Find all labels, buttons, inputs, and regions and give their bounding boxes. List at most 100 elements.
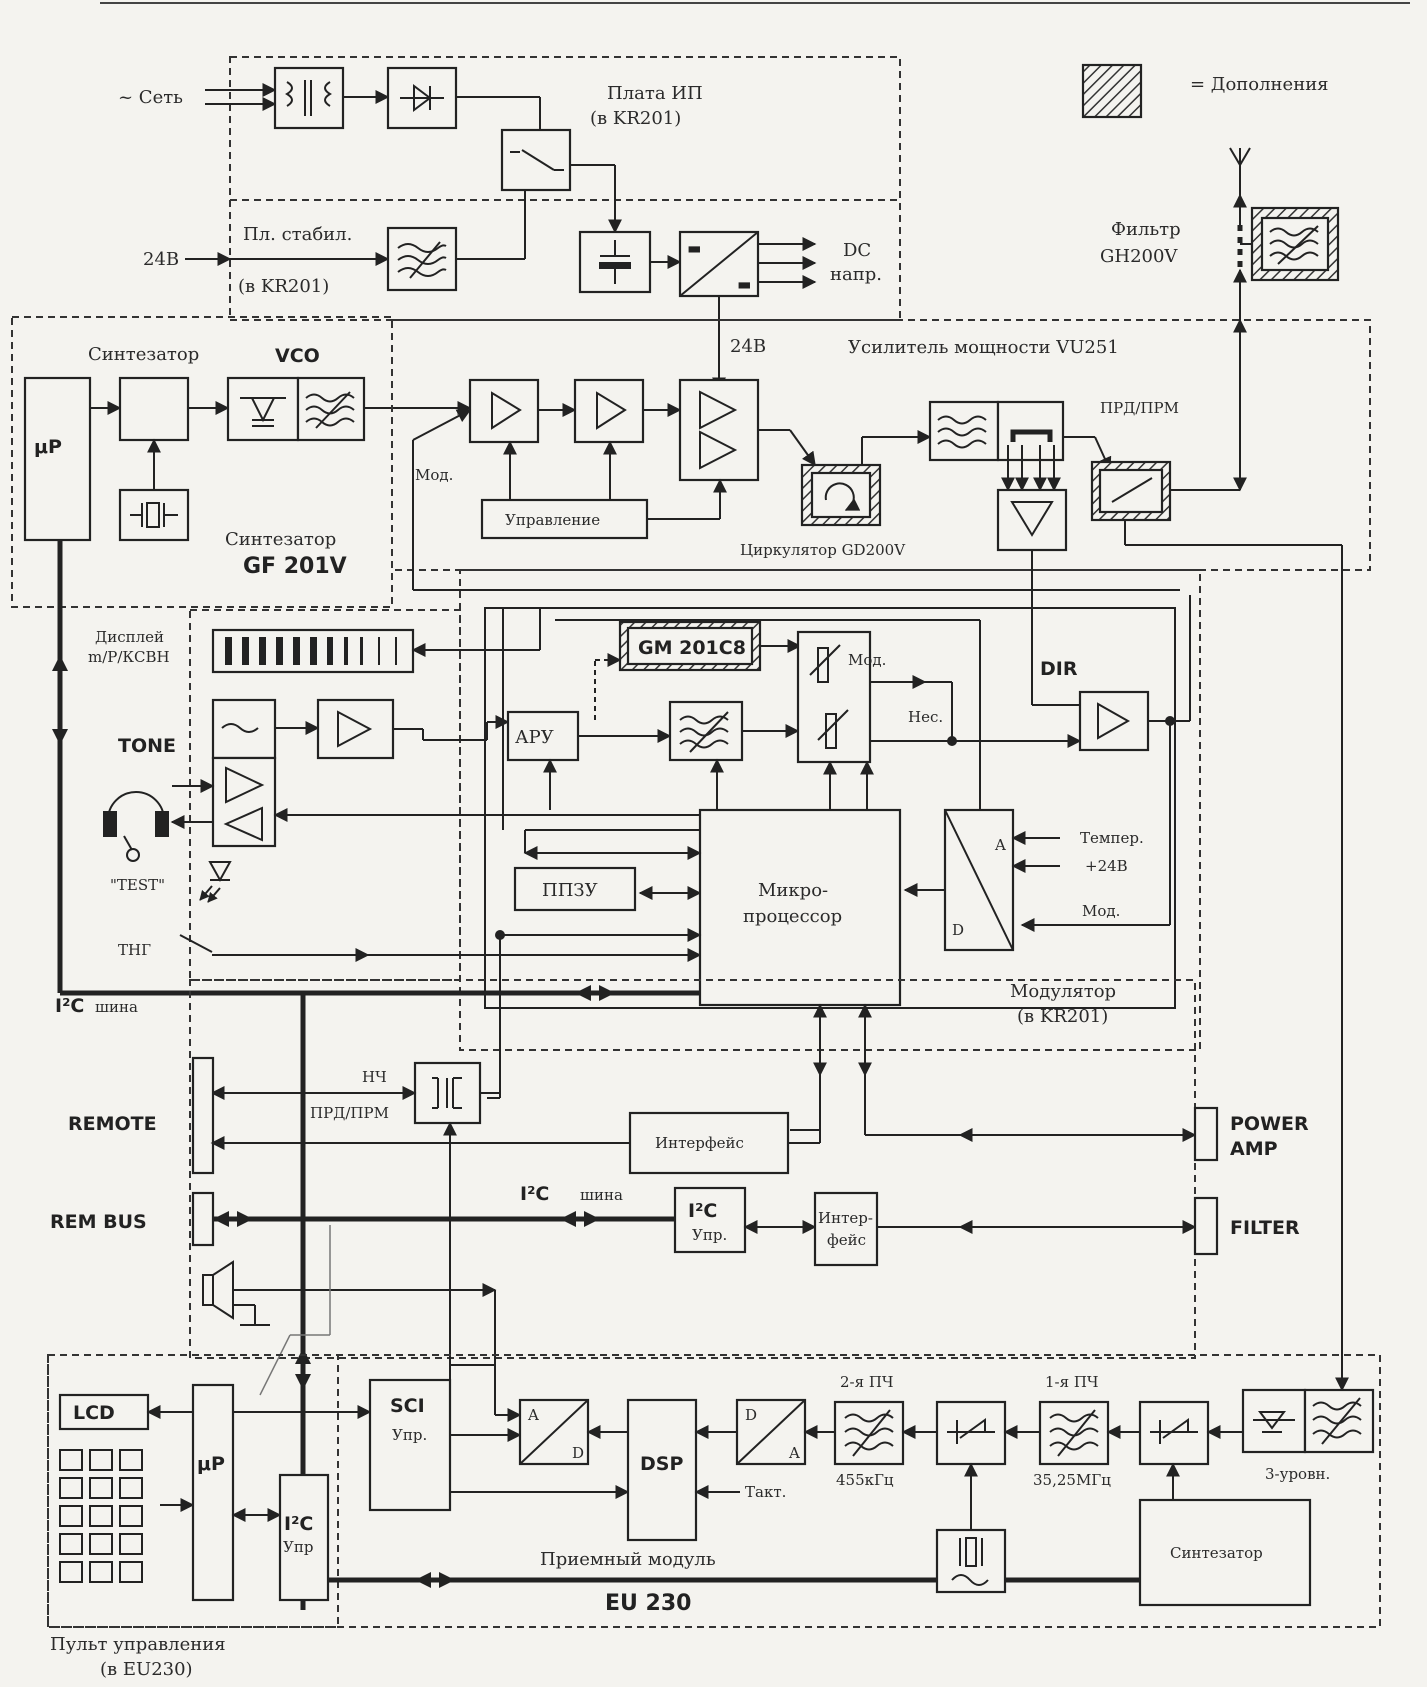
remote-connector[interactable] bbox=[191, 1056, 215, 1175]
i2c-bus-label: шина bbox=[95, 998, 138, 1016]
control-panel-outline bbox=[47, 1354, 339, 1628]
rx-dac-a: A bbox=[788, 1444, 800, 1462]
panel-up-label: μP bbox=[197, 1453, 225, 1475]
amp-control-block bbox=[480, 498, 649, 540]
bar-display-segments bbox=[225, 637, 397, 665]
legend-label: = Дополнения bbox=[1190, 74, 1329, 95]
sci-label: SCI bbox=[390, 1395, 425, 1417]
rx-dac-d: D bbox=[745, 1406, 757, 1424]
i2c-ctrl-block bbox=[673, 1186, 747, 1254]
rx-synth-block bbox=[1138, 1498, 1312, 1607]
antenna-icon bbox=[1229, 147, 1251, 195]
filter-interface-block bbox=[813, 1191, 879, 1267]
lowpass-filter-icon bbox=[397, 241, 447, 279]
synth-name: Синтезатор bbox=[225, 529, 336, 550]
mp-label-1: Микро- bbox=[758, 880, 828, 901]
rx-synth-label: Синтезатор bbox=[1170, 1544, 1263, 1562]
rx-adc-a: A bbox=[527, 1406, 539, 1424]
led-icon bbox=[199, 861, 232, 903]
svg-text:=: = bbox=[688, 240, 701, 258]
tng-label: ТНГ bbox=[118, 941, 151, 959]
display-label-1: Дисплей bbox=[95, 628, 164, 646]
amp-trx-label: ПРД/ПРМ bbox=[1100, 399, 1179, 417]
filter-gh-title: Фильтр bbox=[1111, 219, 1181, 240]
io-i2c-bus-label: шина bbox=[580, 1186, 623, 1204]
att-nes-label: Нес. bbox=[908, 708, 943, 726]
rem-bus-connector[interactable] bbox=[191, 1191, 215, 1247]
modulator-title: Модулятор bbox=[1010, 981, 1116, 1002]
dsp-block bbox=[626, 1398, 698, 1542]
i2c-ctrl-label-1: I²C bbox=[688, 1200, 717, 1222]
lcd-block bbox=[58, 1393, 150, 1431]
dc-label: DC bbox=[843, 240, 871, 261]
varactor-icon bbox=[240, 397, 286, 427]
amp-filter-block bbox=[928, 400, 1000, 462]
rx-model-label: EU 230 bbox=[605, 1591, 691, 1616]
rx-module-label: Приемный модуль bbox=[540, 1549, 716, 1570]
amp-control-label: Управление bbox=[505, 511, 600, 529]
synth-up-block bbox=[23, 376, 92, 542]
gm201c8-label: GM 201C8 bbox=[638, 637, 746, 659]
filter-connector[interactable] bbox=[1193, 1196, 1219, 1256]
display-label-2: m/P/КСВН bbox=[88, 648, 170, 666]
if2-freq-label: 455кГц bbox=[836, 1471, 894, 1489]
mp-label-2: процессор bbox=[743, 906, 842, 927]
dir-amp-block bbox=[1078, 690, 1150, 752]
diode-icon bbox=[1253, 1411, 1295, 1433]
bandpass-filter-icon bbox=[1312, 1397, 1362, 1445]
lcd-label: LCD bbox=[73, 1402, 115, 1424]
amp-triangle-icon bbox=[223, 806, 263, 842]
att-mod-label: Мод. bbox=[848, 651, 886, 669]
tone-filter-icon bbox=[221, 723, 259, 733]
keypad[interactable] bbox=[59, 1449, 143, 1583]
panel-label-1: Пульт управления bbox=[50, 1634, 226, 1655]
amp-triangle-icon bbox=[596, 391, 627, 430]
if1-freq-label: 35,25МГц bbox=[1033, 1471, 1111, 1489]
synth-model: GF 201V bbox=[243, 554, 347, 579]
io-trx-label: ПРД/ПРМ bbox=[310, 1104, 389, 1122]
crystal-icon bbox=[130, 502, 178, 528]
mixer-icon bbox=[1150, 1418, 1198, 1444]
amp-triangle-icon bbox=[699, 390, 738, 430]
legend-hatch-swatch bbox=[1081, 63, 1143, 119]
mod2-label: Мод. bbox=[1082, 902, 1120, 920]
power-amp-title: Усилитель мощности VU251 bbox=[848, 337, 1119, 358]
coupler-icon bbox=[1010, 429, 1053, 442]
detector-triangle-icon bbox=[1010, 501, 1054, 537]
potentiometer-icon bbox=[809, 644, 841, 676]
crystal-osc-block bbox=[935, 1528, 1007, 1594]
panel-i2c-label: I²C bbox=[284, 1513, 313, 1535]
io-i2c-label: I²C bbox=[520, 1183, 549, 1205]
if2-filter-block bbox=[833, 1400, 905, 1466]
dc-sub-label: напр. bbox=[830, 264, 882, 285]
mains-label: ~ Сеть bbox=[118, 87, 183, 108]
switch-icon bbox=[1111, 477, 1153, 503]
clock-label: Такт. bbox=[745, 1483, 786, 1501]
amp-final-stage bbox=[678, 378, 760, 482]
diode-icon bbox=[400, 84, 444, 112]
svg-text:=: = bbox=[738, 276, 751, 294]
power-amp-connector[interactable] bbox=[1193, 1106, 1219, 1162]
amp-triangle-icon bbox=[491, 391, 522, 430]
nch-label: НЧ bbox=[362, 1068, 387, 1086]
if1-label: 1-я ПЧ bbox=[1045, 1373, 1099, 1391]
remote-interface-block bbox=[628, 1111, 790, 1175]
v24-label: +24В bbox=[1085, 857, 1128, 875]
amp-mod-label: Мод. bbox=[415, 466, 453, 484]
power-amp-label-1: POWER bbox=[1230, 1113, 1309, 1135]
dc-converter-icon: == bbox=[679, 231, 759, 297]
synth-title: Синтезатор bbox=[88, 344, 199, 365]
modulator-inner-outline bbox=[484, 607, 1176, 1009]
power-amp-label-2: AMP bbox=[1230, 1138, 1278, 1160]
preselector-filter-block bbox=[1303, 1388, 1375, 1454]
io-section-outline bbox=[189, 979, 1196, 1359]
transformer-block bbox=[273, 66, 345, 130]
vco-label: VCO bbox=[275, 345, 320, 367]
psu-board-sub: (в KR201) bbox=[590, 108, 681, 129]
filter-iface-label-1: Интер- bbox=[818, 1209, 873, 1227]
if2-label: 2-я ПЧ bbox=[840, 1373, 894, 1391]
filter-iface-label-2: фейс bbox=[827, 1231, 866, 1249]
mixer-icon bbox=[947, 1418, 995, 1444]
circulator-label: Циркулятор GD200V bbox=[740, 541, 906, 559]
